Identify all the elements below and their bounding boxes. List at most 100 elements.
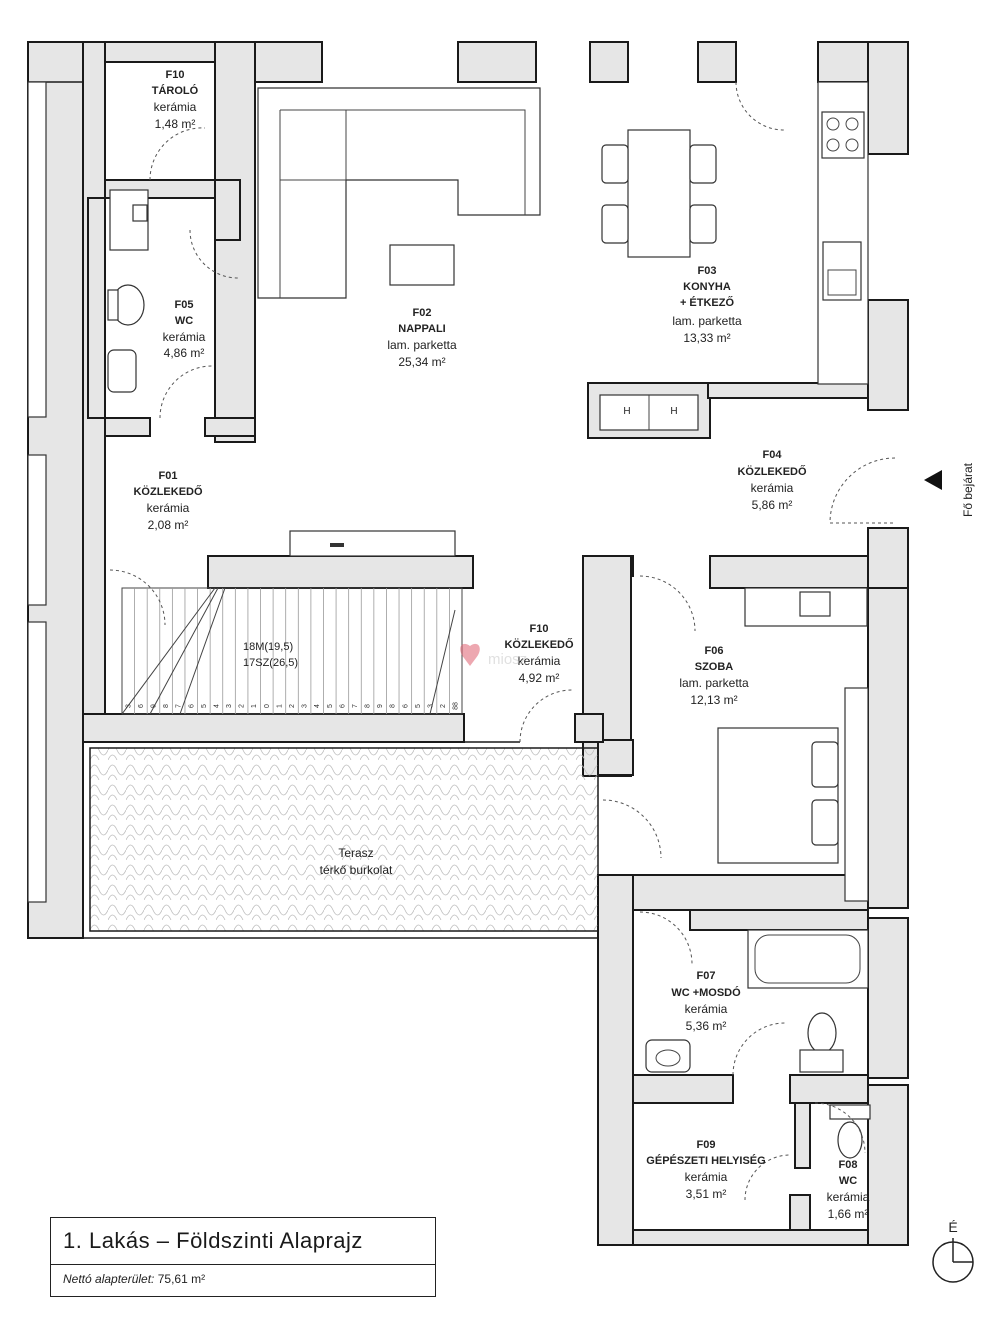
- entrance-label: Fő bejárat: [961, 462, 975, 517]
- kitchen-sink: [822, 241, 862, 301]
- f07-toilet: [807, 1012, 837, 1054]
- hob: [821, 111, 865, 159]
- room-code: F06: [705, 645, 724, 657]
- stair-step-number: 2: [440, 704, 447, 708]
- room-name: KÖZLEKEDŐ: [504, 638, 574, 651]
- room-name: KÖZLEKEDŐ: [133, 485, 203, 498]
- stair-step-number: 6: [339, 704, 346, 708]
- f07-basin: [645, 1039, 691, 1073]
- dining-table: [627, 129, 691, 258]
- stair-step-number: 5: [327, 704, 334, 708]
- furniture: [107, 81, 871, 1159]
- stair-step-number: 4: [213, 704, 220, 708]
- room-f03: F03 KONYHA + ÉTKEZŐ lam. parketta 13,33 …: [672, 265, 742, 345]
- room-material: kerámia: [147, 501, 190, 515]
- room-code: F05: [175, 299, 194, 311]
- stair-step-number: 3: [226, 704, 233, 708]
- room-code: F10: [166, 69, 185, 81]
- room-area: 12,13 m²: [690, 693, 737, 707]
- room-material: lam. parketta: [672, 314, 742, 328]
- island-label-right: H: [670, 406, 677, 417]
- room-f09: F09 GÉPÉSZETI HELYISÉG kerámia 3,51 m²: [646, 1139, 765, 1201]
- main-entrance-marker: Fő bejárat: [924, 462, 975, 517]
- f08-toilet: [837, 1121, 863, 1159]
- room-name: SZOBA: [695, 661, 734, 673]
- room-area: 4,86 m²: [164, 346, 205, 360]
- room-area: 5,86 m²: [752, 498, 793, 512]
- room-material: térkő burkolat: [320, 863, 393, 877]
- tv-unit: [289, 530, 456, 557]
- watermark: miosz: [460, 643, 527, 668]
- room-f06: F06 SZOBA lam. parketta 12,13 m²: [679, 645, 749, 707]
- room-name: KONYHA: [683, 281, 731, 293]
- stair-step-number: 6: [402, 704, 409, 708]
- room-f02: F02 NAPPALI lam. parketta 25,34 m²: [387, 307, 457, 369]
- room-code: F04: [763, 449, 783, 461]
- watermark-heart-icon: [460, 643, 480, 666]
- watermark-text: miosz: [488, 651, 527, 668]
- stair-step-number: 3: [302, 704, 309, 708]
- stair-step-number: 0: [264, 704, 271, 708]
- room-material: kerámia: [163, 330, 206, 344]
- stair-step-number: 5: [201, 704, 208, 708]
- room-area: 5,36 m²: [686, 1019, 727, 1033]
- room-name: WC: [175, 315, 193, 327]
- stair-step-number: 8: [390, 704, 397, 708]
- stair-step-number: 9: [377, 704, 384, 708]
- room-f10-hall: F10 KÖZLEKEDŐ kerámia 4,92 m²: [504, 623, 574, 685]
- room-name: KÖZLEKEDŐ: [737, 465, 807, 478]
- plan-title: 1. Lakás – Földszinti Alaprajz: [63, 1228, 363, 1253]
- stair-step-number: 88: [453, 702, 460, 710]
- room-code: F07: [697, 970, 716, 982]
- sofa: [257, 87, 541, 299]
- room-material: kerámia: [751, 481, 794, 495]
- room-code: F01: [159, 470, 178, 482]
- room-f07: F07 WC +MOSDÓ kerámia 5,36 m²: [671, 970, 741, 1033]
- stair-step-number: 8: [163, 704, 170, 708]
- f05-basin: [107, 349, 137, 393]
- bathtub: [747, 929, 869, 989]
- stair-step-number: 8: [365, 704, 372, 708]
- room-area: 25,34 m²: [398, 355, 445, 369]
- room-name: TÁROLÓ: [152, 84, 199, 97]
- terrace-paving: [89, 747, 599, 932]
- room-f08: F08 WC kerámia 1,66 m²: [827, 1159, 870, 1221]
- north-arrow: É: [932, 1219, 974, 1283]
- net-area-label: Nettó alapterület:: [63, 1272, 155, 1286]
- title-block: 1. Lakás – Földszinti Alaprajz Nettó ala…: [50, 1217, 436, 1297]
- stair-step-number: 4: [314, 704, 321, 708]
- room-f05: F05 WC kerámia 4,86 m²: [163, 299, 206, 360]
- room-material: kerámia: [827, 1190, 870, 1204]
- room-material: lam. parketta: [679, 676, 749, 690]
- net-area-line: Nettó alapterület: 75,61 m²: [63, 1272, 205, 1286]
- walls: [27, 41, 909, 1246]
- room-name: NAPPALI: [398, 323, 445, 335]
- stair-step-number: 5: [415, 704, 422, 708]
- stair-step-number: 1: [276, 704, 283, 708]
- room-material: lam. parketta: [387, 338, 457, 352]
- entrance-arrow-icon: [924, 470, 942, 490]
- room-f04: F04 KÖZLEKEDŐ kerámia 5,86 m²: [737, 449, 807, 512]
- net-area-value: 75,61 m²: [157, 1272, 206, 1286]
- stair-step-number: 7: [176, 704, 183, 708]
- stair-step-number: 3: [125, 704, 132, 708]
- stair-step-number: 2: [239, 704, 246, 708]
- stair-step-number: 2: [289, 704, 296, 708]
- wardrobe: [844, 687, 869, 902]
- coffee-table: [389, 244, 455, 286]
- room-material: kerámia: [518, 654, 561, 668]
- room-area: 13,33 m²: [683, 331, 730, 345]
- stair-step-number: 9: [150, 704, 157, 708]
- room-material: kerámia: [154, 100, 197, 114]
- room-area: 2,08 m²: [148, 518, 189, 532]
- room-area: 1,48 m²: [155, 117, 196, 131]
- stair-step-number: 1: [251, 704, 258, 708]
- room-name: GÉPÉSZETI HELYISÉG: [646, 1154, 765, 1167]
- island-label-left: H: [623, 406, 630, 417]
- title-divider: [51, 1264, 435, 1265]
- room-code: F03: [698, 265, 717, 277]
- stair-step-number: 7: [352, 704, 359, 708]
- stair-tread-label: 17SZ(26,5): [243, 657, 298, 669]
- room-code: F02: [413, 307, 432, 319]
